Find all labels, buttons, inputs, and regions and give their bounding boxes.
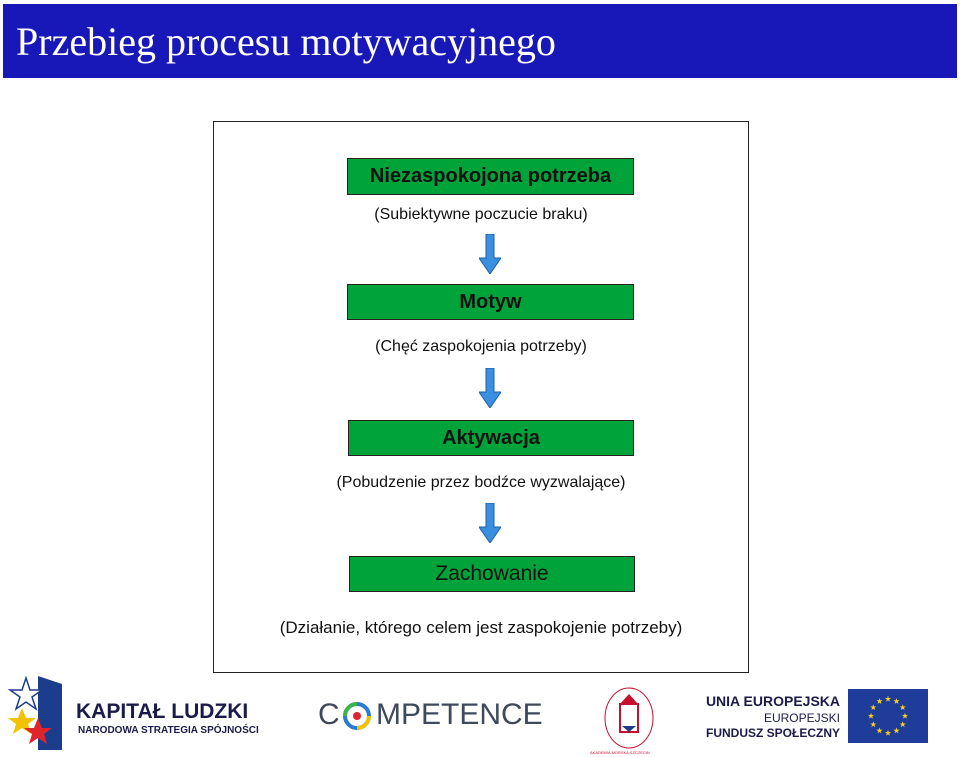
eu-fund-line1: EUROPEJSKI (763, 711, 840, 725)
step-description: (Pobudzenie przez bodźce wyzwalające) (336, 474, 626, 491)
eu-star (876, 727, 883, 734)
kapital-ludzki-star-icon (8, 675, 62, 750)
step-box-aktywacja: Aktywacja (348, 420, 634, 456)
eu-star (901, 712, 909, 719)
step-description: (Działanie, którego celem jest zaspokoje… (279, 618, 683, 637)
eu-star (899, 704, 906, 711)
title-bar: Przebieg procesu motywacyjnego (3, 4, 957, 78)
akademia-morska-label: AKADEMIA MORSKA SZCZECIN (590, 750, 650, 755)
eu-star (899, 721, 906, 728)
step-box-motyw: Motyw (347, 284, 634, 320)
step-description: (Chęć zaspokojenia potrzeby) (375, 338, 587, 355)
eu-star (893, 727, 900, 734)
kapital-ludzki-title: KAPITAŁ LUDZKI (76, 700, 249, 723)
step-label: Motyw (459, 290, 522, 313)
footer-logos: KAPITAŁ LUDZKI NARODOWA STRATEGIA SPÓJNO… (0, 672, 960, 757)
competence-logo-c: C (318, 698, 340, 731)
eu-flag-icon (848, 689, 928, 743)
down-arrow-icon (479, 368, 501, 408)
eu-star (884, 729, 892, 736)
eu-title: UNIA EUROPEJSKA (705, 693, 840, 709)
eu-star (867, 712, 875, 719)
competence-swirl-icon (343, 702, 371, 730)
eu-fund-line2: FUNDUSZ SPOŁECZNY (705, 726, 840, 740)
down-arrow-icon (479, 503, 501, 543)
step-label: Aktywacja (442, 426, 540, 449)
step-description: (Subiektywne poczucie braku) (374, 206, 588, 223)
step-label: Niezaspokojona potrzeba (369, 165, 612, 187)
down-arrow-icon (479, 234, 501, 274)
competence-logo-text: MPETENCE (376, 698, 543, 731)
eu-star (884, 695, 892, 702)
eu-star (893, 698, 900, 704)
eu-star (876, 698, 883, 704)
akademia-morska-seal-icon (604, 687, 654, 749)
process-diagram: Niezaspokojona potrzeba (Subiektywne poc… (213, 121, 749, 673)
step-box-niezaspokojona-potrzeba: Niezaspokojona potrzeba (347, 158, 634, 195)
step-label: Zachowanie (435, 562, 549, 585)
eu-star (870, 704, 877, 711)
slide-title: Przebieg procesu motywacyjnego (16, 19, 556, 64)
kapital-ludzki-subtitle: NARODOWA STRATEGIA SPÓJNOŚCI (78, 725, 259, 736)
step-box-zachowanie: Zachowanie (349, 556, 635, 592)
eu-star (870, 721, 877, 728)
